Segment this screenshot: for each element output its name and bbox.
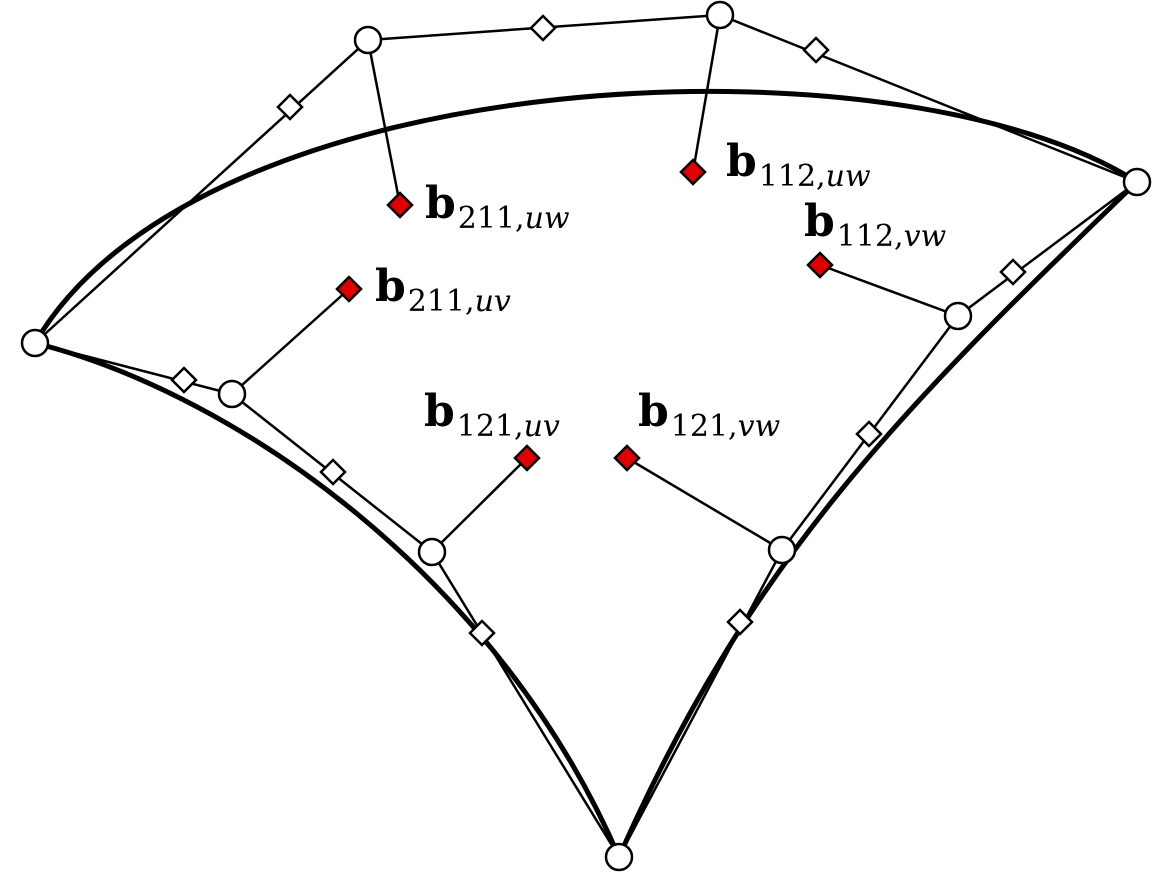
open-diamond	[468, 619, 496, 647]
label-subscript: 112,uw	[759, 159, 871, 194]
connector-b211uv	[231, 288, 350, 395]
boundary-curve-left	[32, 340, 622, 860]
connector-b112uw	[691, 14, 722, 173]
label-b121vw: b121,vw	[638, 390, 780, 442]
interior-point-b211uw	[386, 191, 414, 219]
label-b112uw: b112,uw	[726, 140, 871, 192]
label-index: 112,	[836, 219, 904, 254]
label-index: 211,	[407, 284, 475, 319]
interior-point-b211uv	[335, 275, 363, 303]
control-points	[20, 0, 1152, 872]
open-diamond	[170, 366, 198, 394]
label-symbol: b	[425, 178, 456, 229]
label-vars: vw	[737, 409, 781, 444]
label-vars: uw	[524, 201, 570, 236]
control-polygon-top	[34, 13, 1138, 344]
boundary-curves	[32, 88, 1140, 860]
label-index: 121,	[456, 409, 524, 444]
open-diamond	[529, 14, 557, 42]
open-diamond	[802, 36, 830, 64]
connector-lines	[231, 14, 959, 553]
control-point	[417, 537, 447, 567]
label-index: 112,	[758, 159, 826, 194]
label-subscript: 121,vw	[671, 409, 780, 444]
label-symbol: b	[638, 386, 669, 437]
label-symbol: b	[726, 136, 757, 187]
label-vars: vw	[903, 219, 947, 254]
label-subscript: 121,uv	[457, 409, 560, 444]
interior-point-b121vw	[613, 444, 641, 472]
interior-point-b112vw	[806, 251, 834, 279]
control-point	[705, 0, 735, 30]
label-index: 121,	[670, 409, 738, 444]
control-point	[767, 535, 797, 565]
label-subscript: 211,uv	[408, 284, 511, 319]
open-diamond	[276, 93, 304, 121]
label-vars: uv	[474, 284, 511, 319]
label-symbol: b	[375, 261, 406, 312]
label-subscript: 112,vw	[837, 219, 946, 254]
label-b121uv: b121,uv	[424, 390, 560, 442]
interior-point-b112uw	[679, 158, 707, 186]
label-symbol: b	[424, 386, 455, 437]
open-diamond	[319, 458, 347, 486]
label-symbol: b	[804, 196, 835, 247]
label-subscript: 211,uw	[458, 201, 570, 236]
boundary-curve-top	[32, 88, 1140, 346]
control-point	[217, 379, 247, 409]
control-point	[353, 25, 383, 55]
interior-points	[335, 158, 834, 472]
label-b211uv: b211,uv	[375, 265, 511, 317]
label-index: 211,	[457, 201, 525, 236]
control-point	[604, 842, 634, 872]
control-polygon	[34, 13, 1138, 858]
boundary-curve-right	[616, 179, 1140, 860]
label-b211uw: b211,uw	[425, 182, 570, 234]
control-point	[943, 301, 973, 331]
control-polygon-right	[617, 180, 1138, 858]
connector-b121uv	[431, 457, 528, 553]
open-diamond	[726, 608, 754, 636]
connector-b211uw	[366, 39, 402, 206]
open-diamond	[999, 258, 1027, 286]
label-b112vw: b112,vw	[804, 200, 946, 252]
open-diamond	[855, 420, 883, 448]
connector-b121vw	[626, 456, 783, 552]
label-vars: uw	[825, 159, 871, 194]
connector-b112vw	[819, 263, 959, 318]
control-point	[1122, 167, 1152, 197]
open-diamonds	[170, 14, 1027, 647]
label-vars: uv	[523, 409, 560, 444]
control-point	[20, 328, 50, 358]
interior-point-b121uv	[513, 444, 541, 472]
